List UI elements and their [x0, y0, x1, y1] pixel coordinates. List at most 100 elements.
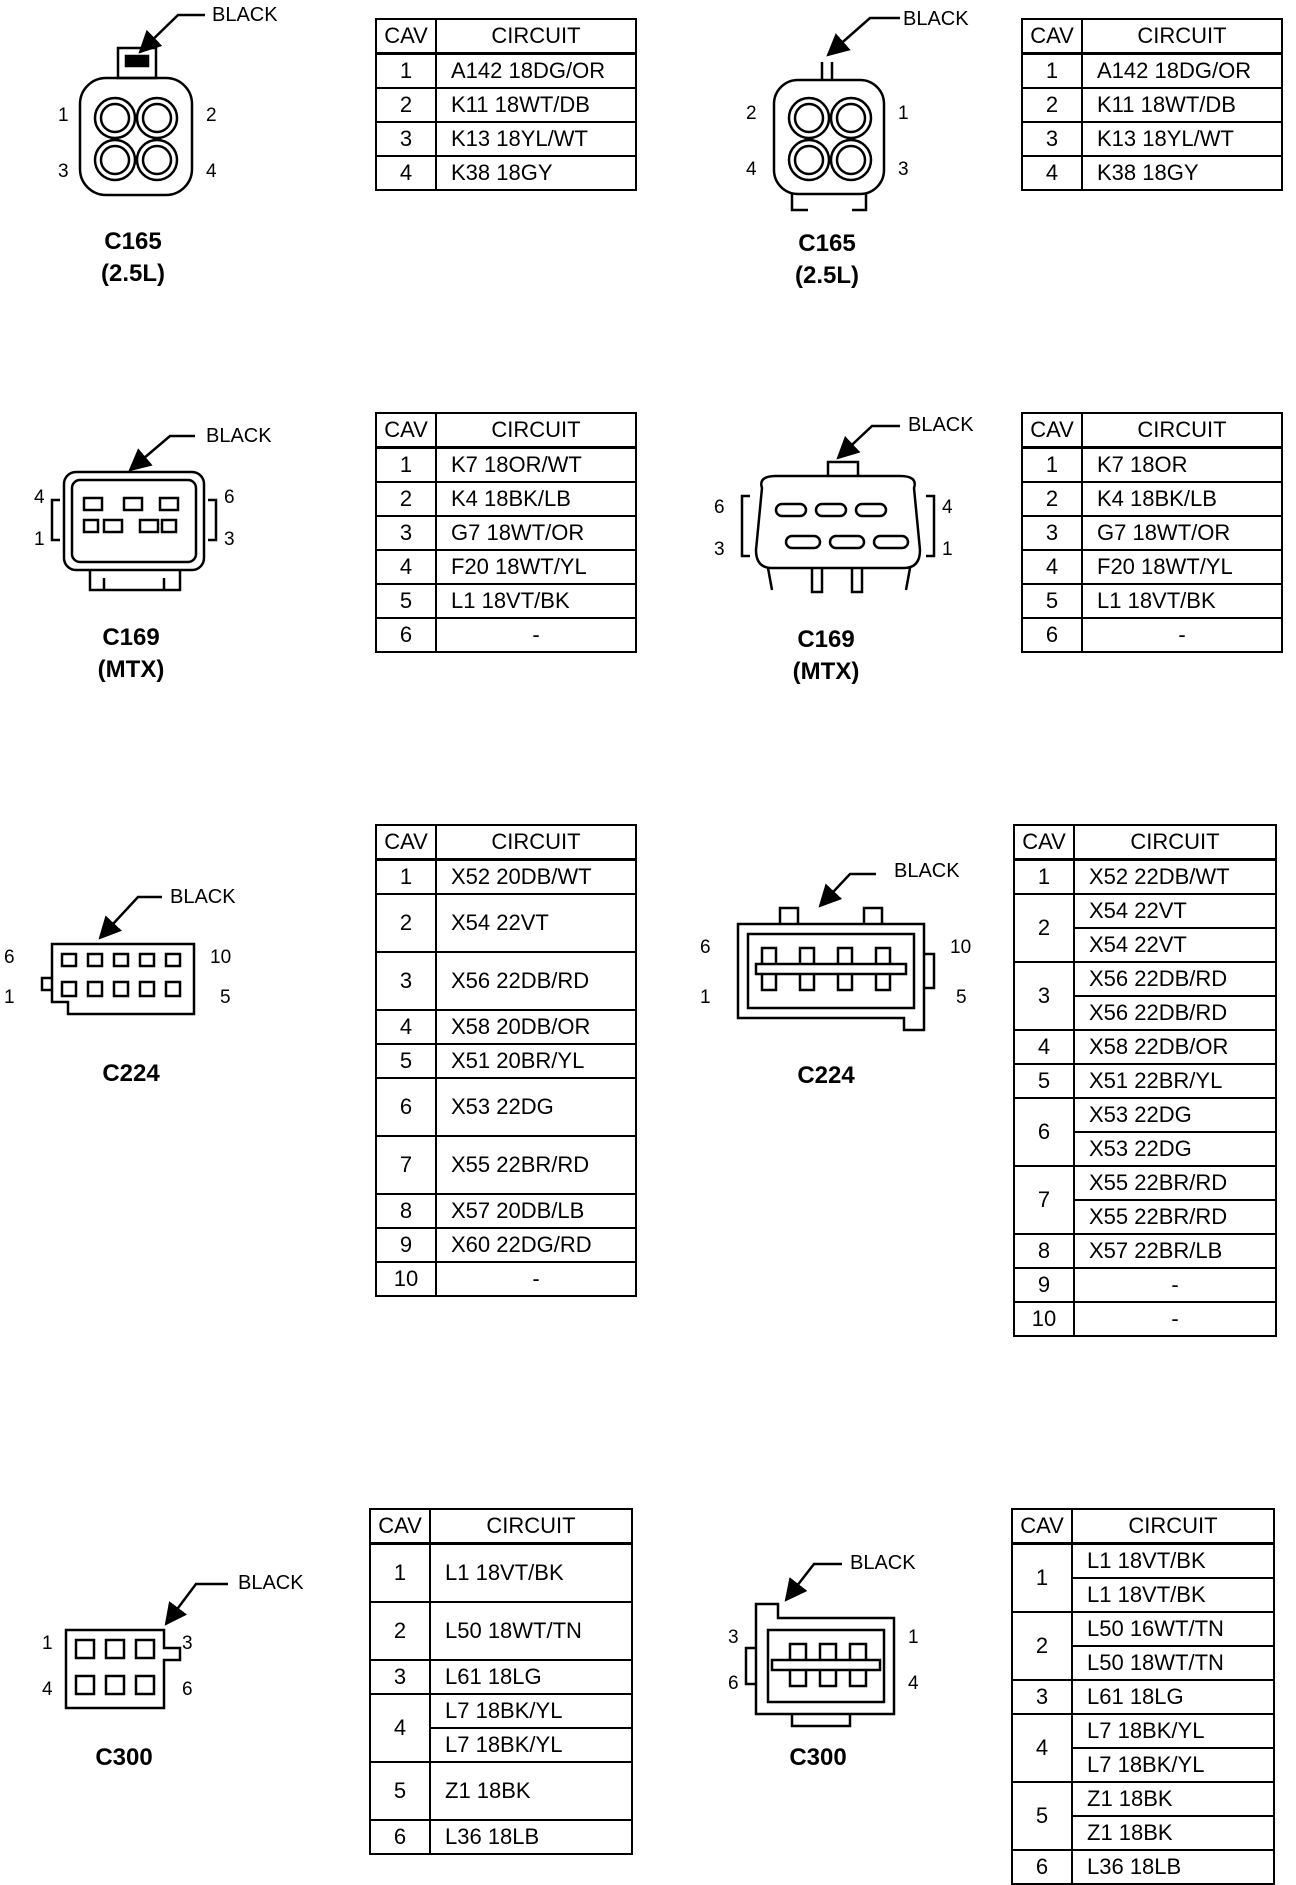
cav-cell: 3: [369, 1659, 431, 1695]
circuit-cell: X51 22BR/YL: [1073, 1063, 1277, 1099]
column-header-cav: CAV: [369, 1508, 431, 1545]
connector-name: C300: [95, 1744, 153, 1771]
cav-cell: 1: [1011, 1542, 1073, 1613]
black-callout-arrow: [826, 16, 900, 57]
table-row: 10-: [1013, 1301, 1277, 1337]
circuit-cell: L7 18BK/YL: [1071, 1713, 1275, 1749]
connector-qualifier: (MTX): [792, 658, 860, 685]
column-header-cav: CAV: [375, 412, 437, 449]
circuit-cell: X58 20DB/OR: [435, 1009, 637, 1045]
pin-number: 1: [908, 1627, 919, 1648]
c300-left-connector-view: [64, 1582, 228, 1710]
connector-label-c300-right: C300: [789, 1742, 846, 1774]
circuit-cell: K38 18GY: [1081, 155, 1283, 191]
cav-cell: 4: [375, 549, 437, 585]
c224-left-connector-view: [40, 895, 196, 1016]
pin-number: 6: [714, 497, 725, 518]
cav-cell: 5: [1021, 583, 1083, 619]
pin-number: 3: [898, 159, 909, 180]
circuit-cell: X53 22DG: [435, 1077, 637, 1137]
circuit-cell: X58 22DB/OR: [1073, 1029, 1277, 1065]
cav-cell: 1: [1021, 52, 1083, 89]
cav-cell: 3: [375, 515, 437, 551]
c165-right-connector-view: [772, 16, 900, 212]
black-callout-label: BLACK: [850, 1552, 916, 1574]
column-header-cav: CAV: [1011, 1508, 1073, 1545]
connector-qualifier: (2.5L): [100, 260, 166, 287]
circuit-cell: L7 18BK/YL: [1071, 1747, 1275, 1783]
pin-number: 4: [746, 159, 757, 180]
cav-cell: 2: [1011, 1611, 1073, 1681]
cav-cell: 6: [369, 1819, 431, 1855]
black-callout-label: BLACK: [894, 860, 960, 882]
circuit-cell: Z1 18BK: [1071, 1815, 1275, 1851]
circuit-cell: K7 18OR/WT: [435, 446, 637, 483]
table-row: L1 18VT/BK: [1012, 1577, 1275, 1613]
table-row: X53 22DG: [1014, 1131, 1277, 1167]
c300-right-connector-view: [744, 1562, 896, 1728]
column-header-circuit: CIRCUIT: [435, 412, 637, 449]
circuit-cell: -: [435, 1261, 637, 1297]
pin-number: 5: [956, 987, 967, 1008]
column-header-cav: CAV: [1013, 824, 1075, 861]
black-callout-label: BLACK: [908, 414, 974, 436]
cav-cell: 2: [1021, 481, 1083, 517]
cav-cell: 2: [1021, 87, 1083, 123]
column-header-circuit: CIRCUIT: [429, 1508, 633, 1545]
circuit-cell: Z1 18BK: [1071, 1781, 1275, 1817]
circuit-cell: G7 18WT/OR: [435, 515, 637, 551]
circuit-cell: K11 18WT/DB: [1081, 87, 1283, 123]
table-row: X54 22VT: [1014, 927, 1277, 963]
cav-cell: 4: [1013, 1029, 1075, 1065]
cav-cell: 3: [1021, 121, 1083, 157]
cav-cell: 6: [1021, 617, 1083, 653]
circuit-cell: L36 18LB: [1071, 1849, 1275, 1885]
connector-label-c224-right: C224: [797, 1060, 854, 1092]
table-row: 9-: [1013, 1267, 1277, 1303]
black-callout-arrow: [818, 872, 876, 908]
circuit-cell: L1 18VT/BK: [1081, 583, 1283, 619]
circuit-cell: L50 18WT/TN: [1071, 1645, 1275, 1681]
cav-cell: 4: [375, 1009, 437, 1045]
connector-name: C169: [797, 626, 855, 653]
circuit-cell: K7 18OR: [1081, 446, 1283, 483]
table-row: 6-: [375, 617, 637, 653]
cav-cell: 4: [1011, 1713, 1073, 1783]
table-row: 6-: [1021, 617, 1283, 653]
circuit-cell: K4 18BK/LB: [1081, 481, 1283, 517]
cav-cell: 1: [375, 52, 437, 89]
connector-name: C300: [789, 1744, 847, 1771]
pin-number: 3: [714, 539, 725, 560]
circuit-cell: L7 18BK/YL: [429, 1727, 633, 1763]
circuit-cell: L36 18LB: [429, 1819, 633, 1855]
cav-cell: 1: [369, 1542, 431, 1603]
connector-label-c165-left: C165 (2.5L): [101, 226, 165, 290]
circuit-cell: X54 22VT: [435, 893, 637, 953]
circuit-cell: L61 18LG: [429, 1659, 633, 1695]
cav-cell: 3: [1013, 961, 1075, 1031]
